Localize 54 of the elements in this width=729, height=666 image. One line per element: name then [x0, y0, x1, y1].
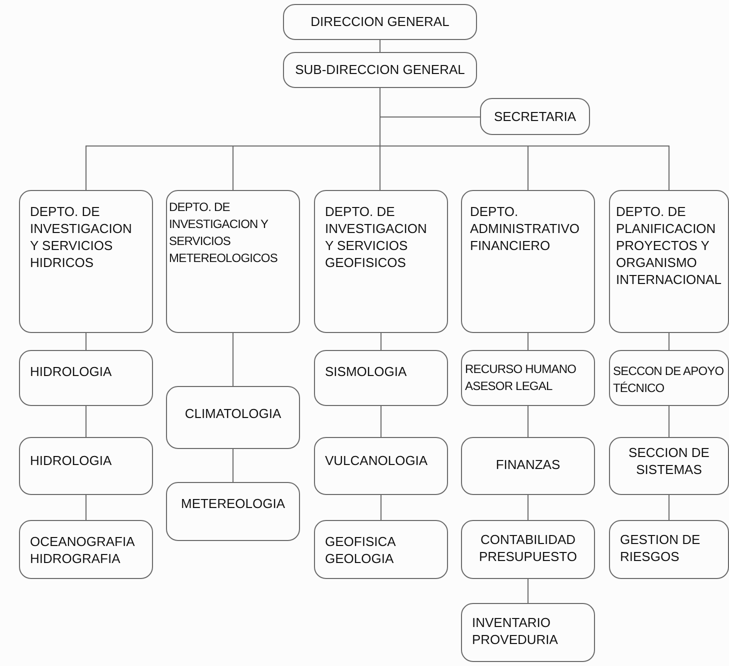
- unit-name: SUB-DIRECCION GENERAL: [294, 61, 466, 78]
- org-unit-box: [314, 437, 448, 495]
- org-unit-box: [609, 190, 729, 333]
- unit-name: DEPTO. DE PLANIFICACION PROYECTOS Y ORGANISMO INTERNACIONAL: [616, 203, 722, 288]
- org-unit-box: [19, 350, 153, 406]
- unit-name: HIDROLOGIA: [30, 363, 113, 380]
- unit-name: RECURSO HUMANO ASESOR LEGAL: [465, 361, 578, 395]
- org-unit-box: [314, 350, 448, 406]
- connector-line: [380, 332, 382, 350]
- org-unit-box: [314, 190, 448, 333]
- org-unit-box: [461, 350, 595, 406]
- org-unit-box: [166, 190, 300, 333]
- unit-name: DEPTO. ADMINISTRATIVO FINANCIERO: [470, 203, 581, 254]
- unit-name: HIDROLOGIA: [30, 452, 113, 469]
- org-unit-box: [19, 520, 153, 579]
- unit-name: INVENTARIO PROVEDURIA: [472, 614, 559, 648]
- connector-line: [232, 448, 234, 482]
- org-unit-box: [166, 482, 300, 541]
- unit-name: OCEANOGRAFIA HIDROGRAFIA: [30, 533, 136, 567]
- org-unit-box: [461, 520, 595, 579]
- unit-name: DEPTO. DE INVESTIGACION Y SERVICIOS HIDRICOS: [30, 203, 133, 271]
- connector-line: [232, 332, 234, 386]
- org-unit-box: [461, 190, 595, 333]
- unit-name: DIRECCION GENERAL: [310, 13, 450, 30]
- unit-name: GESTION DE RIESGOS: [620, 531, 702, 565]
- connector-line: [380, 494, 382, 520]
- unit-name: DEPTO. DE INVESTIGACION Y SERVICIOS GEOFISICOS: [325, 203, 428, 271]
- unit-name: METEREOLOGIA: [180, 495, 286, 512]
- org-unit-box: [166, 386, 300, 449]
- org-unit-box: [283, 52, 477, 88]
- unit-name: GEOFISICA GEOLOGIA: [325, 533, 397, 567]
- unit-name: DEPTO. DE INVESTIGACION Y SERVICIOS METEREOLOGICOS: [169, 199, 278, 267]
- connector-line: [668, 332, 670, 350]
- unit-name: SECRETARIA: [492, 108, 578, 125]
- unit-name: CONTABILIDAD PRESUPUESTO: [478, 531, 578, 565]
- unit-name: SECCION DE SISTEMAS: [628, 444, 710, 478]
- org-unit-box: [283, 4, 477, 40]
- org-unit-box: [609, 520, 729, 579]
- org-unit-box: [461, 437, 595, 495]
- org-unit-box: [19, 190, 153, 333]
- unit-name: SECCON DE APOYO TÉCNICO: [613, 363, 725, 397]
- org-unit-box: [19, 437, 153, 495]
- org-unit-box: [609, 437, 729, 495]
- unit-name: CLIMATOLOGIA: [184, 405, 282, 422]
- connector-line: [668, 494, 670, 520]
- org-unit-box: [461, 603, 595, 662]
- connector-line: [380, 406, 382, 438]
- unit-name: VULCANOLOGIA: [325, 452, 429, 469]
- org-unit-box: [314, 520, 448, 579]
- unit-name: SISMOLOGIA: [325, 363, 408, 380]
- org-unit-box: [609, 350, 729, 406]
- org-unit-box: [480, 98, 590, 135]
- unit-name: FINANZAS: [494, 456, 562, 473]
- connector-line: [668, 406, 670, 438]
